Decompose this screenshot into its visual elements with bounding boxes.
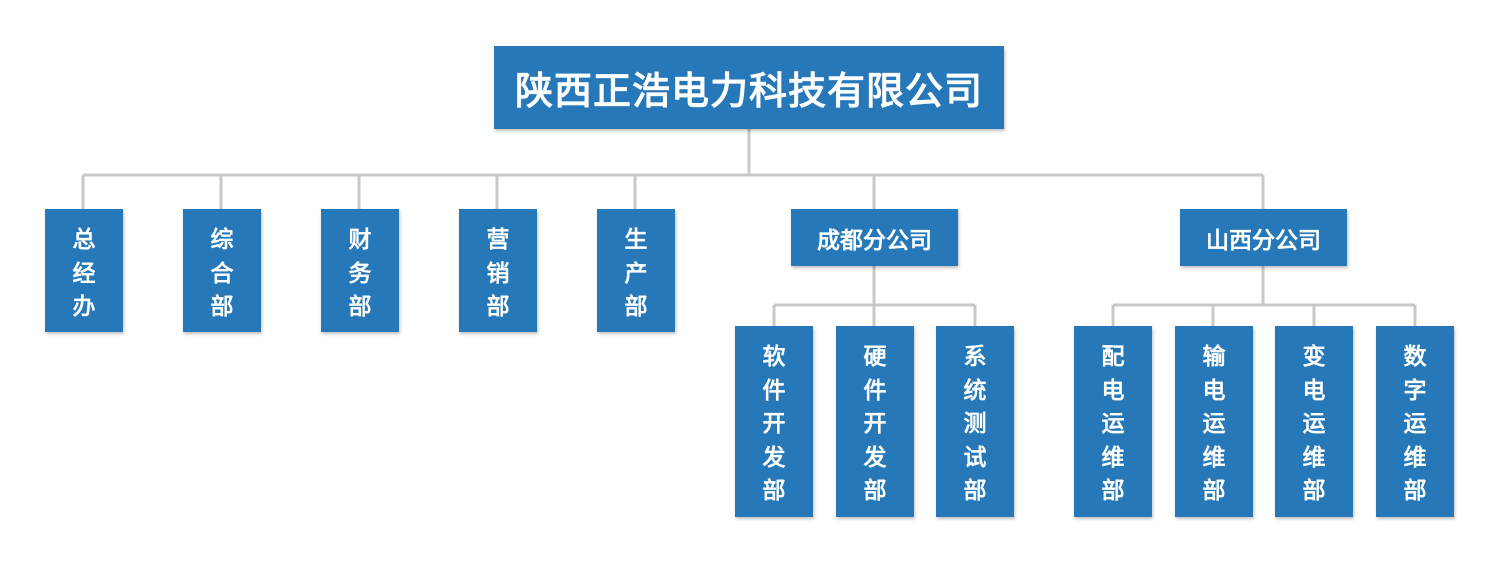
branch-node-chengdu: 成都分公司 (791, 209, 958, 266)
dept-node-label: 综合部 (210, 227, 234, 320)
sub-dept-node-label: 数字运维部 (1403, 344, 1427, 504)
sub-dept-node-label: 输电运维部 (1202, 344, 1226, 504)
sub-dept-node-distribution: 配电运维部 (1074, 326, 1152, 517)
dept-node-label: 营销部 (486, 227, 510, 320)
sub-dept-node-hardware: 硬件开发部 (836, 326, 914, 517)
dept-node-label: 财务部 (348, 227, 372, 320)
branch-node-label: 山西分公司 (1206, 227, 1321, 254)
dept-node-finance: 财务部 (321, 209, 399, 332)
sub-dept-node-label: 硬件开发部 (863, 344, 887, 504)
sub-dept-node-label: 配电运维部 (1101, 344, 1125, 504)
dept-node-production: 生产部 (597, 209, 675, 332)
dept-node-general-office: 总经办 (45, 209, 123, 332)
branch-node-label: 成都分公司 (817, 227, 932, 254)
sub-dept-node-testing: 系统测试部 (936, 326, 1014, 517)
sub-dept-node-label: 系统测试部 (963, 344, 987, 504)
dept-node-label: 生产部 (624, 227, 648, 320)
sub-dept-node-label: 软件开发部 (762, 344, 786, 504)
root-node: 陕西正浩电力科技有限公司 (494, 46, 1004, 129)
sub-dept-node-transmission: 输电运维部 (1175, 326, 1253, 517)
dept-node-marketing: 营销部 (459, 209, 537, 332)
sub-dept-node-software: 软件开发部 (735, 326, 813, 517)
dept-node-label: 总经办 (72, 227, 96, 320)
root-node-label: 陕西正浩电力科技有限公司 (514, 69, 983, 113)
sub-dept-node-label: 变电运维部 (1302, 344, 1326, 504)
branch-node-shanxi: 山西分公司 (1180, 209, 1347, 266)
sub-dept-node-substation: 变电运维部 (1275, 326, 1353, 517)
sub-dept-node-digital: 数字运维部 (1376, 326, 1454, 517)
dept-node-general-affairs: 综合部 (183, 209, 261, 332)
